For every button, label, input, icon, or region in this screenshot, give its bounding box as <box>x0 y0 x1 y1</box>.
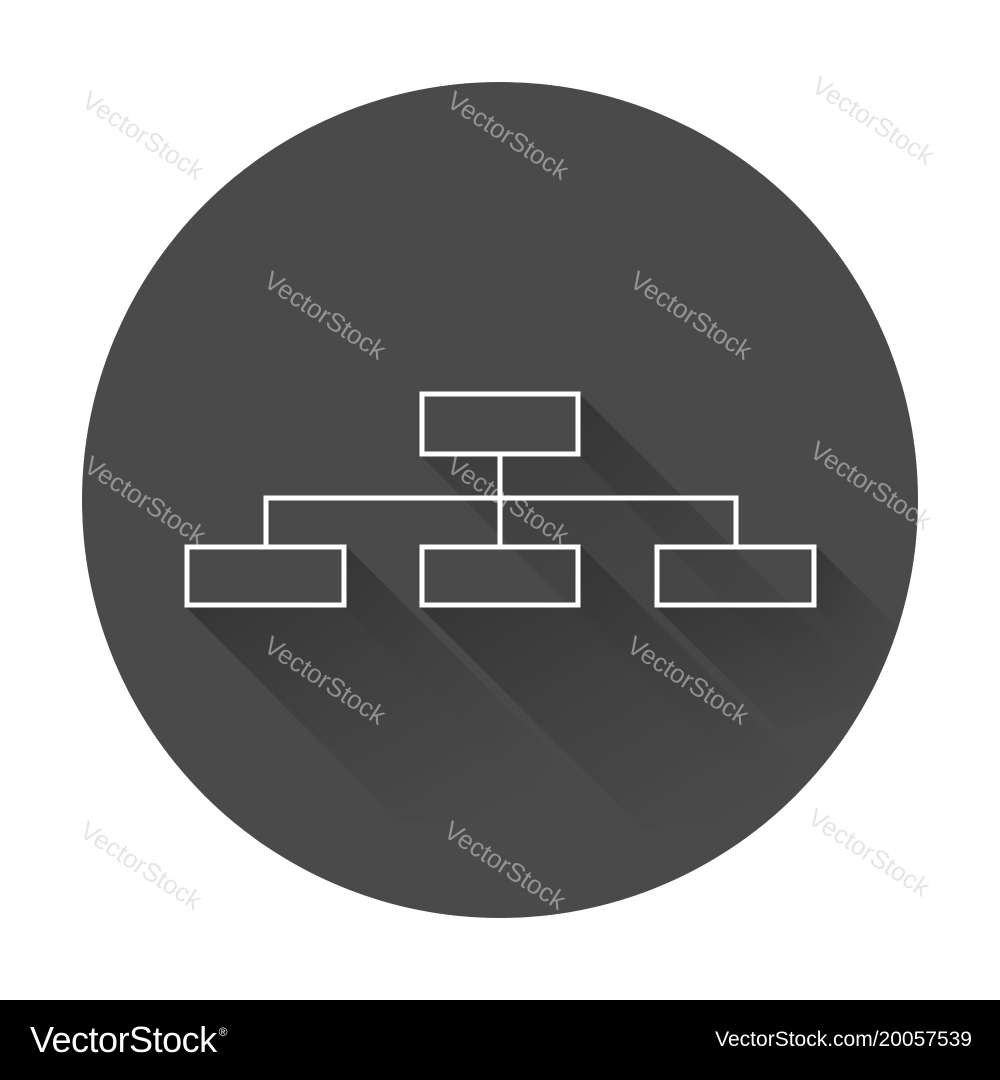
hierarchy-icon <box>184 391 817 608</box>
watermark-footer-bar: VectorStock® VectorStock.com/20057539 <box>0 1000 1000 1080</box>
image-id-text: VectorStock.com/20057539 <box>715 1028 972 1051</box>
registered-mark: ® <box>218 1025 228 1039</box>
vectorstock-logo: VectorStock® <box>30 1019 227 1061</box>
icon-artwork: VectorStock VectorStock VectorStock Vect… <box>75 70 941 918</box>
brand-name: VectorStock <box>30 1019 217 1060</box>
branch-connector <box>263 495 739 547</box>
long-shadow <box>186 392 905 827</box>
svg-text:VectorStock: VectorStock <box>77 85 211 186</box>
svg-text:VectorStock: VectorStock <box>75 815 209 916</box>
svg-text:VectorStock: VectorStock <box>803 802 937 903</box>
svg-text:VectorStock: VectorStock <box>807 70 941 171</box>
